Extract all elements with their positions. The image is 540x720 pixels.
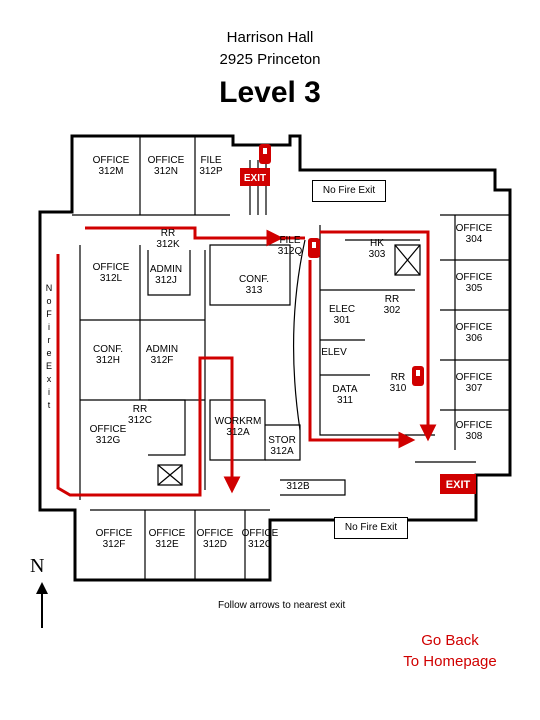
fire-extinguisher-icon	[412, 366, 424, 386]
arrow-right-icon	[266, 229, 284, 247]
go-back-line1: Go Back	[421, 632, 479, 649]
route-right	[320, 230, 430, 438]
north-label: N	[30, 555, 45, 577]
arrow-down-icon	[223, 476, 241, 494]
route-center	[308, 260, 410, 442]
compass-north: N	[30, 555, 52, 630]
fire-extinguisher-icon	[308, 238, 320, 258]
no-fire-exit-bottom: No Fire Exit	[334, 517, 408, 539]
exit-sign-top: EXIT	[240, 168, 270, 186]
fire-extinguisher-icon	[259, 144, 271, 164]
evacuation-routes	[56, 226, 437, 497]
building-name: Harrison Hall	[226, 29, 314, 46]
svg-text:EXIT: EXIT	[244, 173, 266, 184]
level-title: Level 3	[219, 76, 321, 109]
no-fire-exit-top: No Fire Exit	[312, 180, 386, 202]
exit-sign-bottom: EXIT	[440, 474, 476, 494]
svg-text:EXIT: EXIT	[446, 479, 471, 491]
instruction-text: Follow arrows to nearest exit	[218, 600, 346, 611]
route-left	[56, 254, 234, 497]
room-label-conf-313: CONF.313	[239, 274, 269, 296]
room-label-elev: ELEV	[321, 347, 347, 358]
room-label-corr-312b: 312B	[286, 481, 310, 492]
go-back-line2: To Homepage	[403, 653, 497, 670]
building-address: 2925 Princeton	[219, 51, 321, 68]
room-label-conf-312h: CONF.312H	[93, 344, 123, 366]
interior-walls	[71, 136, 510, 580]
arrow-down-icon	[419, 424, 437, 442]
north-arrow-icon	[36, 582, 48, 628]
arrow-right-icon	[398, 431, 416, 449]
go-back-link[interactable]: Go Back To Homepage	[380, 630, 520, 672]
outer-wall	[38, 134, 512, 582]
